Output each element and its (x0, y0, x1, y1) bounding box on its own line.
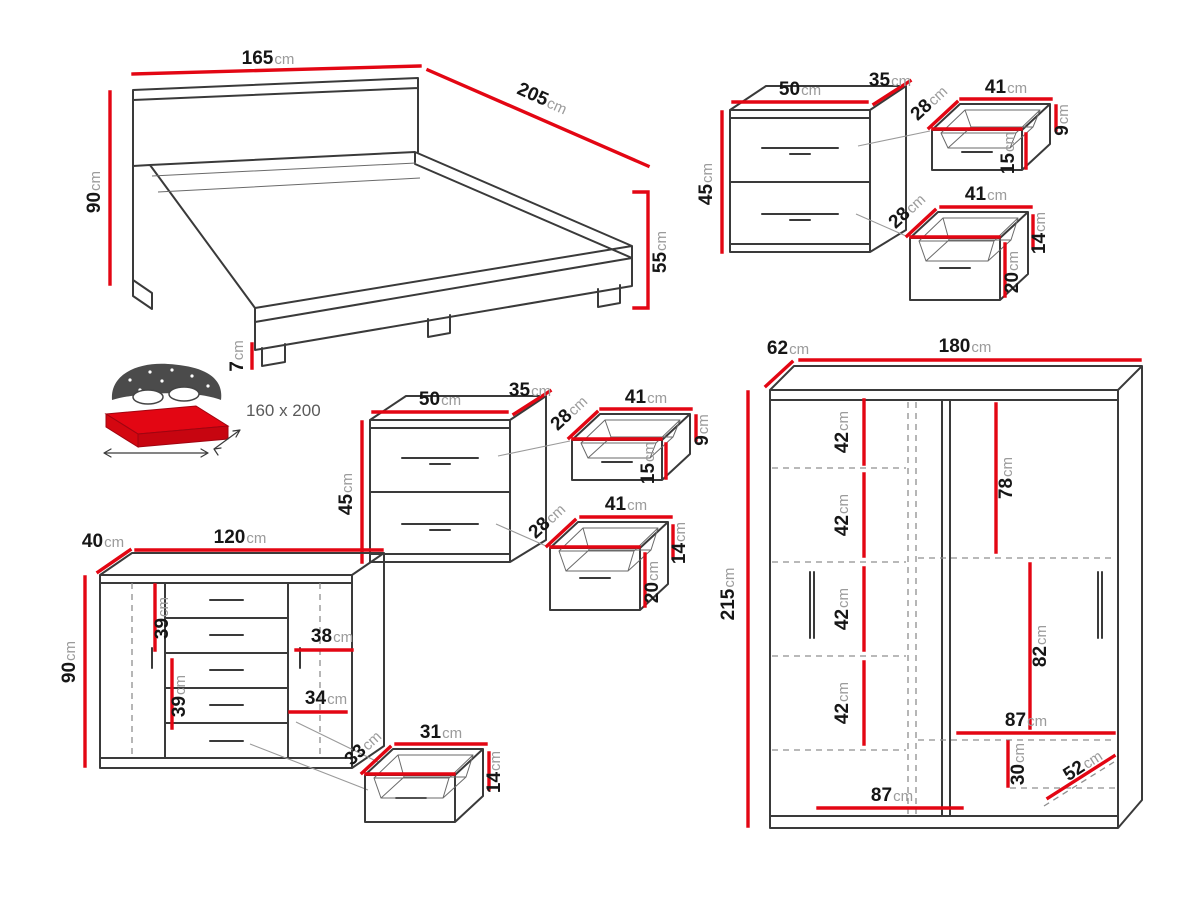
wardrobe: 62cm 180cm 215cm 42cm 42cm 42cm 42cm 78c… (718, 336, 1143, 829)
bed-dimension-lines (108, 64, 651, 370)
wardrobe-left-inner-width-label: 87cm (871, 785, 913, 806)
chest-drawer-leader-lines (249, 721, 379, 791)
bed-detail-lines (151, 162, 421, 193)
drawer-top-front-height-label: 15cm (998, 132, 1019, 174)
drawer-interior-lines (558, 419, 681, 572)
size-arrows (103, 429, 241, 458)
drawer-bottom-width-label: 41cm (965, 184, 1007, 205)
bed-length-label: 205cm (514, 79, 571, 120)
nightstand-top: 50cm 35cm 45cm 28cm 41cm 9cm 15cm 28cm 4… (696, 70, 1073, 301)
chest-door-lines (131, 583, 321, 758)
wardrobe-bottom-shelf-height-label: 30cm (1008, 743, 1029, 785)
nightstand-outline (729, 85, 1051, 301)
chest-height-label: 90cm (59, 641, 80, 683)
wardrobe-right-inner-width-label: 87cm (1005, 710, 1047, 731)
wardrobe-lower-right-height-label: 82cm (1030, 625, 1051, 667)
chest-depth-label: 40cm (82, 531, 124, 552)
pillow-icon (132, 389, 164, 405)
drawer-bottom-width-label: 41cm (605, 494, 647, 515)
drawer-bottom-back-height-label: 14cm (669, 522, 690, 564)
bed-width-label: 165cm (242, 48, 295, 69)
nightstand-dimension-lines (720, 78, 1058, 298)
chest-lower-inner-width-label: 34cm (305, 688, 347, 709)
wardrobe-height-label: 215cm (718, 568, 739, 621)
drawer-top-back-height-label: 9cm (1052, 104, 1073, 136)
wardrobe-shelf-gap-1-label: 42cm (832, 411, 853, 453)
bed-footboard-height-label: 55cm (650, 231, 671, 273)
nightstand-dimension-lines (360, 388, 698, 608)
chest-of-drawers: 40cm 120cm 90cm 39cm 39cm 38cm 34cm 33cm… (59, 527, 505, 823)
nightstand-middle: 50cm 35cm 45cm 28cm 41cm 9cm 15cm 28cm 4… (336, 380, 713, 611)
wardrobe-shoe-shelf-label: 52cm (1060, 745, 1107, 786)
mattress-side (105, 413, 139, 448)
drawer-top-back-height-label: 9cm (692, 414, 713, 446)
chest-drawer-interior-lines (373, 754, 474, 799)
drawer-top-front-height-label: 15cm (638, 442, 659, 484)
bed-headboard-height-label: 90cm (84, 171, 105, 213)
nightstand-width-label: 50cm (419, 389, 461, 410)
chest-drawer-height-label: 14cm (484, 751, 505, 793)
chest-left-section-label: 39cm (152, 597, 173, 639)
nightstand-depth-label: 35cm (509, 380, 551, 401)
blanket-icon (111, 363, 222, 400)
drawer-top-width-label: 41cm (985, 77, 1027, 98)
wardrobe-outline (769, 365, 1143, 829)
wardrobe-interior-lines (772, 402, 1116, 814)
nightstand-width-label: 50cm (779, 79, 821, 100)
wardrobe-shelf-gap-4-label: 42cm (832, 682, 853, 724)
bed: 165cm 205cm 90cm 55cm 7cm (84, 48, 671, 372)
chest-drawer-outline (364, 748, 484, 823)
drawer-bottom-front-height-label: 20cm (642, 561, 663, 603)
mattress-size-label: 160 x 200 (246, 401, 321, 420)
nightstand-outline (369, 395, 691, 611)
wardrobe-width-label: 180cm (939, 336, 992, 357)
nightstand-depth-label: 35cm (869, 70, 911, 91)
chest-right-section-label: 39cm (169, 675, 190, 717)
mattress-icon: 160 x 200 (103, 363, 321, 458)
drawer-bottom-back-height-label: 14cm (1029, 212, 1050, 254)
wardrobe-shelf-gap-2-label: 42cm (832, 494, 853, 536)
nightstand-height-label: 45cm (696, 163, 717, 205)
pillow-icon (168, 386, 200, 402)
bed-leg-height-label: 7cm (227, 340, 248, 372)
wardrobe-shelf-gap-3-label: 42cm (832, 588, 853, 630)
chest-drawer-depth-label: 33cm (341, 726, 386, 770)
chest-width-label: 120cm (214, 527, 267, 548)
drawer-interior-lines (918, 109, 1041, 262)
wardrobe-dimension-lines (746, 358, 1142, 828)
drawer-leader-lines (855, 130, 931, 237)
drawer-top-width-label: 41cm (625, 387, 667, 408)
nightstand-height-label: 45cm (336, 473, 357, 515)
chest-drawer-width-label: 31cm (420, 722, 462, 743)
chest-outline (99, 552, 385, 769)
chest-dimension-lines (83, 547, 491, 791)
drawer-leader-lines (495, 440, 571, 547)
chest-upper-inner-width-label: 38cm (311, 626, 353, 647)
wardrobe-depth-label: 62cm (767, 338, 809, 359)
bed-outline (132, 77, 633, 367)
drawer-bottom-front-height-label: 20cm (1002, 251, 1023, 293)
wardrobe-upper-right-height-label: 78cm (996, 457, 1017, 499)
